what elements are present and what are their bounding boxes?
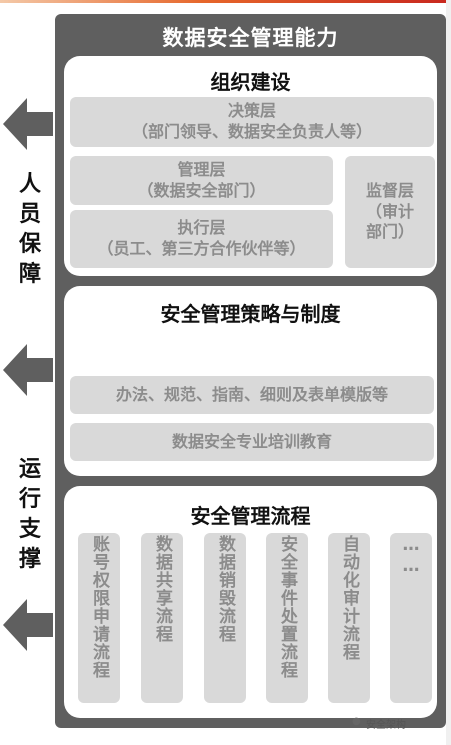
- management-layer-name: 管理层: [177, 159, 226, 179]
- execution-layer-desc: （员工、第三方合作伙伴等）: [97, 239, 306, 258]
- right-edge-strip: [446, 0, 451, 745]
- policy-item: 数据安全专业培训教育: [70, 423, 434, 461]
- policy-panel: 安全管理策略与制度 办法、规范、指南、细则及表单模版等 数据安全专业培训教育: [64, 286, 437, 476]
- management-layer-box: 管理层 （数据安全部门）: [70, 156, 333, 205]
- process-item: ……: [390, 533, 432, 703]
- decision-layer-name: 决策层: [227, 101, 276, 121]
- wechat-icon: ●: [352, 716, 361, 727]
- side-label-personnel: 人员保障: [18, 172, 41, 287]
- supervision-layer-desc: （审计部门）: [365, 201, 414, 242]
- execution-layer-name: 执行层: [177, 218, 226, 238]
- policy-item: 办法、规范、指南、细则及表单模版等: [70, 376, 434, 414]
- side-label-operation: 运行支撑: [18, 457, 41, 572]
- decision-layer-box: 决策层 （部门领导、数据安全负责人等）: [70, 97, 434, 147]
- process-item: 账号权限申请流程: [78, 533, 120, 703]
- process-panel: 安全管理流程 账号权限申请流程 数据共享流程 数据销毁流程 安全事件处置流程 自…: [64, 486, 437, 718]
- process-item: 数据共享流程: [141, 533, 183, 703]
- policy-title: 安全管理策略与制度: [160, 302, 341, 326]
- left-arrow-icon: [3, 98, 53, 150]
- process-item: 安全事件处置流程: [266, 533, 308, 703]
- top-accent-line: [0, 0, 451, 3]
- watermark-text: 安全架构: [366, 720, 406, 731]
- left-arrow-icon: [3, 599, 53, 651]
- organization-title: 组织建设: [210, 70, 291, 94]
- execution-layer-box: 执行层 （员工、第三方合作伙伴等）: [70, 210, 333, 268]
- management-layer-desc: （数据安全部门）: [137, 180, 266, 200]
- organization-panel: 组织建设 决策层 （部门领导、数据安全负责人等） 管理层 （数据安全部门） 执行…: [64, 56, 437, 276]
- capability-frame: 数据安全管理能力 组织建设 决策层 （部门领导、数据安全负责人等） 管理层 （数…: [55, 14, 446, 728]
- supervision-layer-box: 监督层 （审计部门）: [345, 156, 435, 268]
- left-arrow-icon: [3, 344, 53, 396]
- supervision-layer-name: 监督层: [365, 180, 414, 200]
- process-item: 自动化审计流程: [328, 533, 370, 703]
- process-title: 安全管理流程: [190, 504, 311, 528]
- decision-layer-desc: （部门领导、数据安全负责人等）: [131, 122, 372, 141]
- process-item: 数据销毁流程: [204, 533, 246, 703]
- page-title: 数据安全管理能力: [162, 26, 339, 50]
